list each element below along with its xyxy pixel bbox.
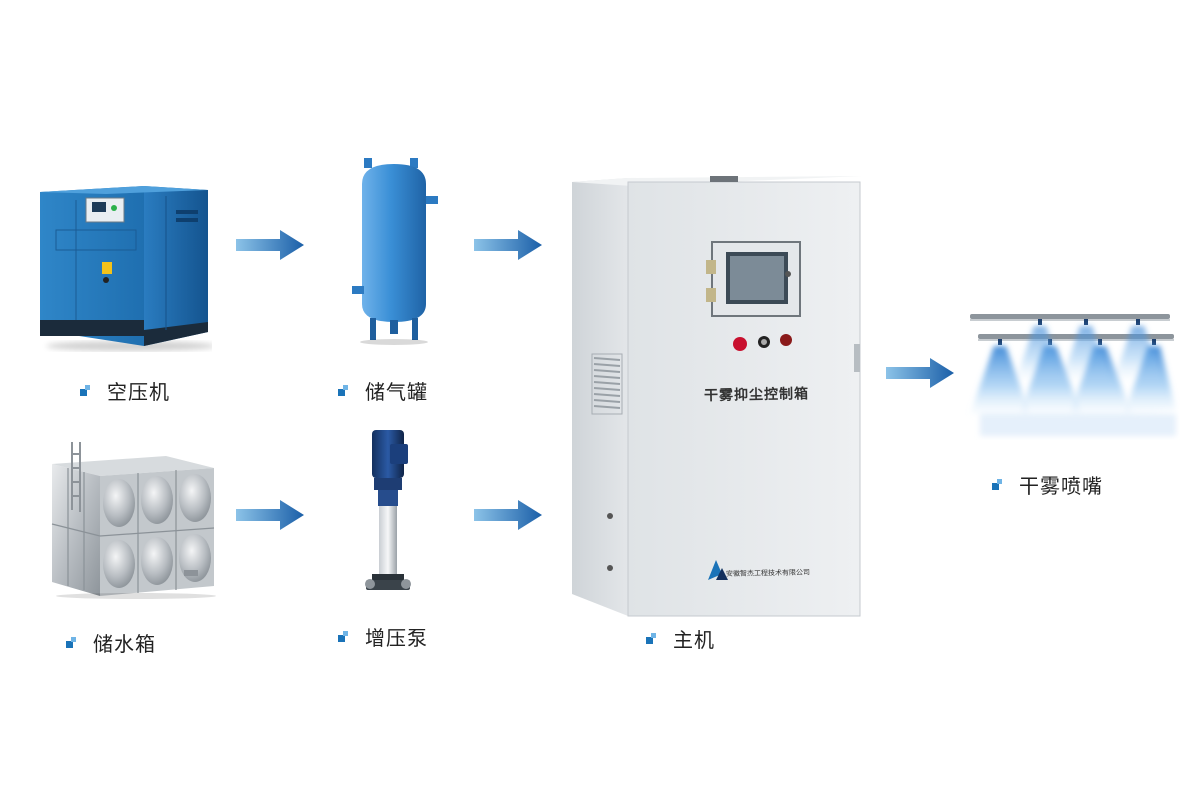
label-text: 储气罐 bbox=[365, 380, 428, 404]
label-host: 主机 bbox=[646, 624, 715, 653]
label-text: 干雾喷嘴 bbox=[1019, 474, 1103, 498]
air-storage-tank-image bbox=[344, 158, 444, 346]
control-cabinet-image: 干雾抑尘控制箱 安徽智杰工程技术有限公司 bbox=[570, 176, 866, 618]
bullet-icon bbox=[80, 385, 91, 396]
arrow-host-to-nozzle bbox=[886, 358, 954, 388]
label-text: 增压泵 bbox=[365, 626, 428, 650]
label-booster-pump: 增压泵 bbox=[338, 622, 428, 651]
label-air-compressor: 空压机 bbox=[80, 376, 170, 405]
bullet-icon bbox=[338, 385, 349, 396]
arrow-pump-to-host bbox=[474, 500, 542, 530]
label-nozzle: 干雾喷嘴 bbox=[992, 470, 1103, 499]
cabinet-company: 安徽智杰工程技术有限公司 bbox=[725, 568, 811, 578]
bullet-icon bbox=[338, 631, 349, 642]
label-text: 空压机 bbox=[107, 380, 170, 404]
bullet-icon bbox=[992, 479, 1003, 490]
air-compressor-image bbox=[36, 180, 216, 352]
label-text: 主机 bbox=[673, 628, 715, 652]
bullet-icon bbox=[66, 637, 77, 648]
bullet-icon bbox=[646, 633, 657, 644]
arrow-tank-to-host bbox=[474, 230, 542, 260]
label-text: 储水箱 bbox=[93, 632, 156, 656]
label-air-tank: 储气罐 bbox=[338, 376, 428, 405]
water-tank-image bbox=[46, 440, 218, 600]
booster-pump-image bbox=[360, 426, 416, 594]
cabinet-title: 干雾抑尘控制箱 bbox=[703, 386, 810, 405]
dry-fog-nozzle-image bbox=[960, 310, 1180, 440]
label-water-tank: 储水箱 bbox=[66, 628, 156, 657]
arrow-watertank-to-pump bbox=[236, 500, 304, 530]
arrow-compressor-to-tank bbox=[236, 230, 304, 260]
